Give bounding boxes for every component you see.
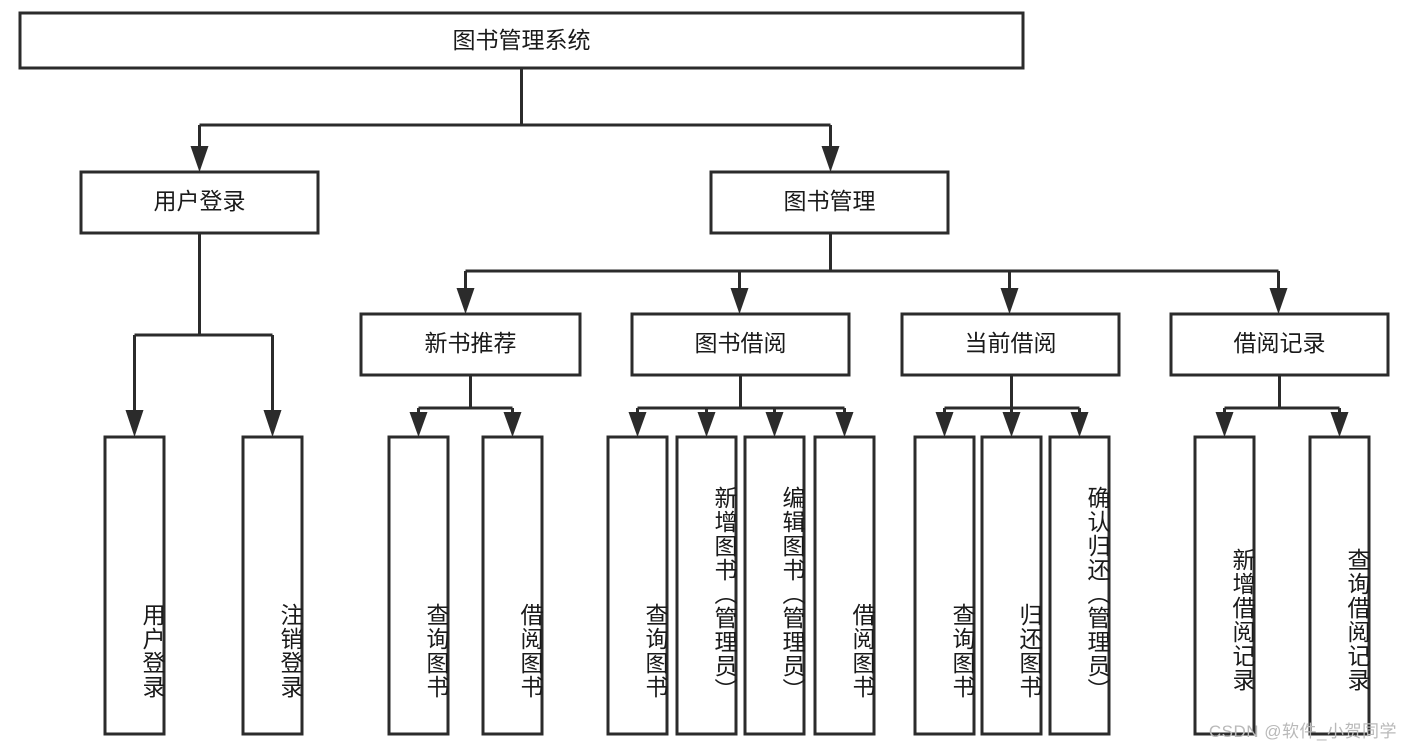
arrowhead-leaf-edit-book-admin bbox=[765, 412, 784, 437]
arrowhead-leaf-confirm-return-admin bbox=[1070, 412, 1089, 437]
node-book-borrow-label: 图书借阅 bbox=[695, 330, 787, 356]
node-new-book-recommend[interactable] bbox=[359, 312, 582, 377]
edges-group bbox=[125, 68, 1349, 437]
node-leaf-add-borrow-record[interactable] bbox=[1193, 435, 1256, 736]
arrowhead-book-borrow bbox=[730, 288, 749, 314]
arrowhead-leaf-user-login bbox=[125, 410, 144, 437]
arrowhead-leaf-add-borrow-record bbox=[1215, 412, 1234, 437]
node-leaf-edit-book-admin[interactable] bbox=[743, 435, 806, 736]
node-leaf-borrow-book-rec[interactable] bbox=[481, 435, 544, 736]
node-book-borrow[interactable] bbox=[630, 312, 851, 377]
node-new-book-recommend-label: 新书推荐 bbox=[425, 330, 517, 356]
arrowhead-leaf-logout-login bbox=[263, 410, 282, 437]
arrowhead-user-login bbox=[190, 146, 209, 172]
node-leaf-confirm-return-admin[interactable] bbox=[1048, 435, 1111, 736]
node-root-label: 图书管理系统 bbox=[453, 27, 591, 53]
node-leaf-add-book-admin[interactable] bbox=[675, 435, 738, 736]
node-leaf-logout-login[interactable] bbox=[241, 435, 304, 736]
arrowhead-borrow-record bbox=[1269, 288, 1288, 314]
node-leaf-return-book[interactable] bbox=[980, 435, 1043, 736]
nodes-group: 图书管理系统 用户登录 图书管理 新书推荐 图书借阅 当前借阅 借阅记录 bbox=[18, 11, 1390, 736]
node-current-borrow-label: 当前借阅 bbox=[965, 330, 1057, 356]
node-borrow-record-label: 借阅记录 bbox=[1234, 330, 1326, 356]
arrowhead-leaf-borrow-book-rec bbox=[503, 412, 522, 437]
node-leaf-query-book-borrow[interactable] bbox=[606, 435, 669, 736]
node-leaf-query-book-rec[interactable] bbox=[387, 435, 450, 736]
node-user-login[interactable] bbox=[79, 170, 320, 235]
arrowhead-leaf-return-book bbox=[1002, 412, 1021, 437]
node-user-login-label: 用户登录 bbox=[154, 188, 246, 214]
node-current-borrow[interactable] bbox=[900, 312, 1121, 377]
arrowhead-leaf-query-book-rec bbox=[409, 412, 428, 437]
node-book-manage-label: 图书管理 bbox=[784, 188, 876, 214]
node-leaf-query-borrow-record[interactable] bbox=[1308, 435, 1371, 736]
node-book-manage[interactable] bbox=[709, 170, 950, 235]
arrowhead-book-manage bbox=[821, 146, 840, 172]
watermark-text: CSDN @软件_小贺同学 bbox=[1208, 722, 1397, 741]
arrowhead-leaf-query-borrow-record bbox=[1330, 412, 1349, 437]
arrowhead-leaf-query-book-current bbox=[935, 412, 954, 437]
arrowhead-current-borrow bbox=[1000, 288, 1019, 314]
node-leaf-user-login[interactable] bbox=[103, 435, 166, 736]
node-borrow-record[interactable] bbox=[1169, 312, 1390, 377]
node-leaf-borrow-book[interactable] bbox=[813, 435, 876, 736]
node-root[interactable] bbox=[18, 11, 1025, 70]
node-leaf-query-book-current[interactable] bbox=[913, 435, 976, 736]
arrowhead-leaf-query-book-borrow bbox=[628, 412, 647, 437]
arrowhead-leaf-borrow-book bbox=[835, 412, 854, 437]
arrowhead-leaf-add-book-admin bbox=[697, 412, 716, 437]
arrowhead-new-book-recommend bbox=[456, 288, 475, 314]
